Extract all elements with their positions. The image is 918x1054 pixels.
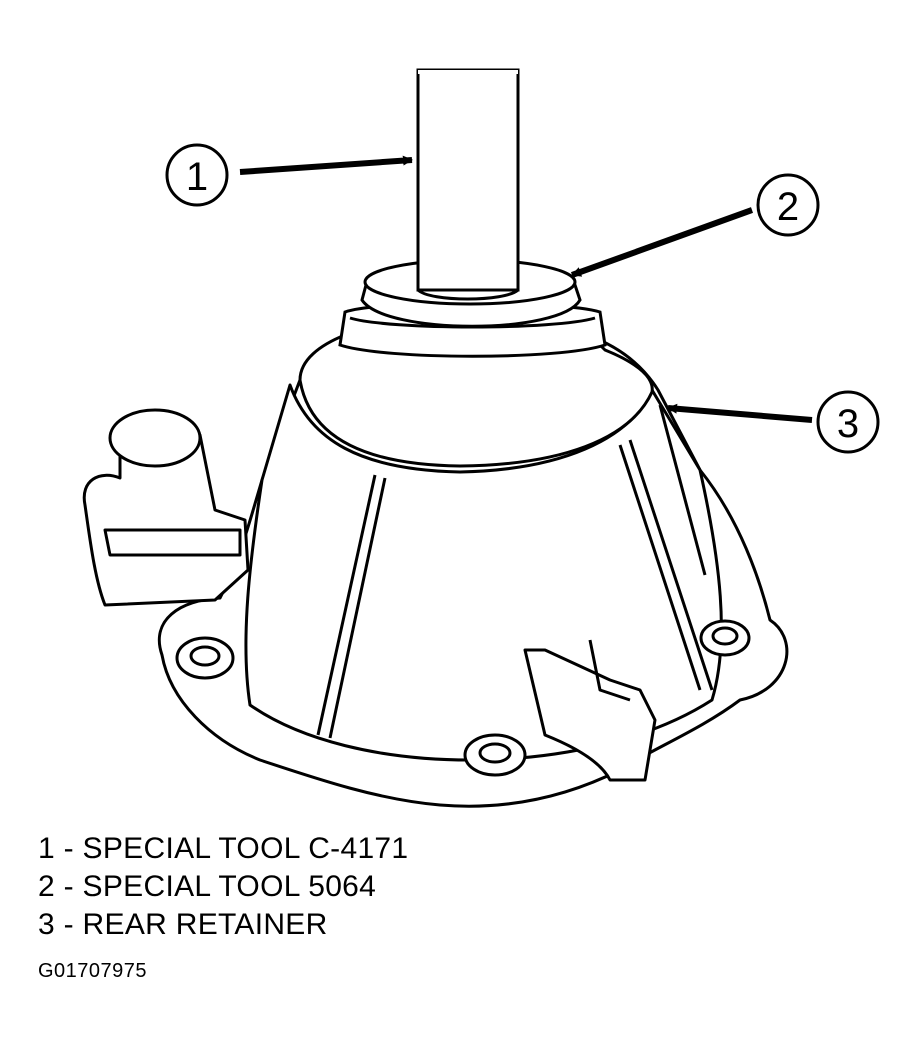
retainer-right-tab-inner (588, 639, 631, 702)
callout-3-arrow (667, 403, 813, 423)
callout-3-label: 3 (837, 402, 859, 446)
legend-item-3: 3 - REAR RETAINER (38, 908, 328, 941)
callout-2-arrow (570, 207, 754, 278)
bolt-hole-left (175, 636, 235, 680)
boss-cap (108, 408, 202, 468)
legend: 1 - SPECIAL TOOL C-4171 2 - SPECIAL TOOL… (38, 830, 408, 944)
callout-1-arrow (239, 155, 413, 175)
retainer-rib-right (618, 444, 702, 691)
callout-1-label: 1 (186, 155, 208, 199)
special-tool-c-4171 (416, 68, 520, 301)
retainer-rib-left (316, 474, 377, 736)
figure-id: G01707975 (38, 960, 148, 982)
callout-3: 3 (816, 390, 880, 454)
retainer-rib-far-right (658, 404, 707, 576)
callout-2: 2 (756, 173, 820, 237)
driver-handle (416, 68, 520, 292)
rear-retainer-diagram: 1 2 3 (82, 68, 880, 808)
boss-tab (103, 528, 242, 557)
retainer-rib-left-2 (328, 477, 387, 739)
rear-retainer (82, 320, 789, 808)
callout-1: 1 (165, 143, 229, 207)
legend-item-1: 1 - SPECIAL TOOL C-4171 (38, 832, 409, 865)
bolt-hole-right (699, 619, 751, 657)
bolt-hole-bottom (463, 733, 527, 777)
retainer-rib-right-2 (628, 439, 714, 691)
legend-item-2: 2 - SPECIAL TOOL 5064 (38, 870, 377, 903)
callout-2-label: 2 (777, 185, 799, 229)
retainer-cone (244, 383, 723, 762)
retainer-right-tab (523, 648, 657, 782)
